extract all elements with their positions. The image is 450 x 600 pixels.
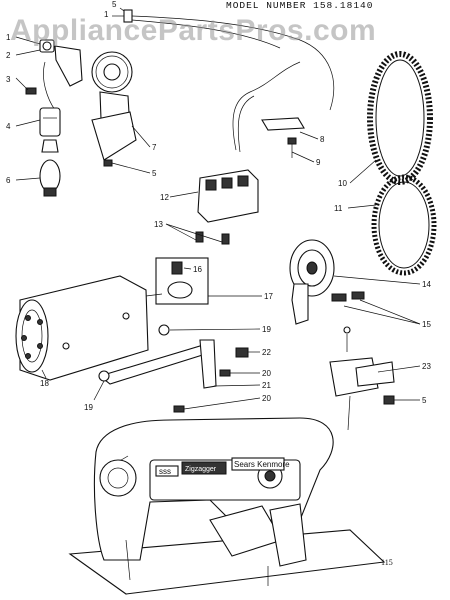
callout-12: 12 <box>160 193 169 202</box>
callout-5: 5 <box>422 396 427 405</box>
terminal-block <box>195 169 259 245</box>
switch-assembly <box>329 326 395 431</box>
motor-bracket <box>98 324 249 413</box>
callout-21: 21 <box>262 381 271 390</box>
callout-14: 14 <box>422 280 431 289</box>
callout-16: 16 <box>193 265 202 274</box>
bobbin-winder-assembly <box>25 7 334 197</box>
watermark: AppliancePartsPros.com <box>10 14 377 47</box>
callout-7: 7 <box>152 143 157 152</box>
motor-pulley <box>289 239 365 325</box>
power-cord-assembly <box>232 61 305 158</box>
callout-1: 1 <box>104 10 109 19</box>
callout-1: 1 <box>6 33 11 42</box>
badge-sears-kenmore: Sears Kenmore <box>234 460 290 469</box>
callout-3: 3 <box>6 75 11 84</box>
callout-13: 13 <box>154 220 163 229</box>
callout-labels: 5 1 1 2 3 4 6 7 5 8 9 10 11 12 13 14 15 … <box>6 0 431 412</box>
page-number: 115 <box>381 558 393 567</box>
capacitor-box <box>155 257 262 305</box>
drive-belt-large <box>367 51 433 185</box>
callout-8: 8 <box>320 135 325 144</box>
motor <box>15 275 163 381</box>
callout-23: 23 <box>422 362 431 371</box>
callout-17: 17 <box>264 292 273 301</box>
callout-19: 19 <box>84 403 93 412</box>
callout-22: 22 <box>262 348 271 357</box>
callout-4: 4 <box>6 122 11 131</box>
callout-20: 20 <box>262 369 271 378</box>
callout-20: 20 <box>262 394 271 403</box>
callout-5: 5 <box>112 0 117 9</box>
machine-badges: sss Zigzagger Sears Kenmore <box>155 457 290 477</box>
callout-6: 6 <box>6 176 11 185</box>
callout-2: 2 <box>6 51 11 60</box>
callout-5: 5 <box>152 169 157 178</box>
callout-11: 11 <box>334 204 343 213</box>
drive-belt-small <box>371 174 437 276</box>
callout-15: 15 <box>422 320 431 329</box>
sewing-machine-head <box>68 417 386 595</box>
callout-19: 19 <box>262 325 271 334</box>
badge-zigzagger: Zigzagger <box>185 466 217 473</box>
model-number: MODEL NUMBER 158.18140 <box>226 0 374 11</box>
callout-18: 18 <box>40 379 49 388</box>
callout-9: 9 <box>316 158 321 167</box>
badge-small: sss <box>159 467 171 476</box>
callout-leader-lines <box>15 36 421 410</box>
callout-10: 10 <box>338 179 347 188</box>
